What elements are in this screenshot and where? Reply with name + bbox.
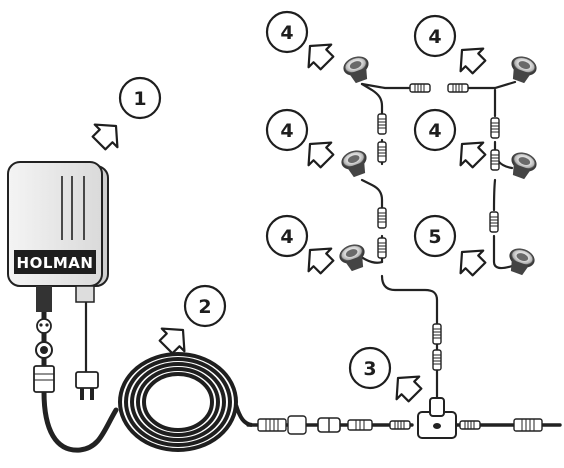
callout-4-middle-left: 4: [265, 108, 340, 174]
light-top-right: [505, 52, 540, 86]
callout-1: 1: [86, 76, 162, 156]
callout-5: 5: [413, 214, 492, 282]
callout-4-top-left: 4: [265, 10, 340, 76]
callout-1-label: 1: [133, 88, 146, 110]
light-middle-right: [505, 148, 540, 182]
main-cable-connectors: [257, 415, 543, 435]
callout-4-top-left-label: 4: [280, 22, 293, 44]
light-end: [503, 244, 538, 278]
callout-3: 3: [348, 346, 428, 408]
socket-icons: [35, 318, 53, 359]
light-bottom-left: [336, 240, 371, 274]
cable-network: [41, 80, 562, 453]
callout-4-middle-left-label: 4: [280, 120, 293, 142]
transformer-output-plug: [33, 365, 55, 393]
callout-4-middle-right-label: 4: [428, 120, 441, 142]
mains-wall-plug: [75, 371, 99, 400]
callout-5-label: 5: [428, 226, 441, 248]
callout-4-bottom-left: 4: [265, 214, 340, 280]
light-middle-left: [338, 146, 373, 180]
callout-2-label: 2: [198, 296, 211, 318]
callout-4-bottom-left-label: 4: [280, 226, 293, 248]
callout-3-label: 3: [363, 358, 376, 380]
callout-4-middle-right: 4: [413, 108, 492, 174]
coiled-extension-cable: [118, 352, 253, 452]
t-connector: [417, 397, 457, 439]
transformer-unit: HOLMAN: [7, 161, 109, 312]
callout-2: 2: [153, 284, 227, 360]
light-top-left: [340, 52, 375, 86]
brand-label: HOLMAN: [17, 254, 94, 272]
callout-4-top-right-label: 4: [428, 26, 441, 48]
callout-4-top-right: 4: [413, 14, 492, 80]
